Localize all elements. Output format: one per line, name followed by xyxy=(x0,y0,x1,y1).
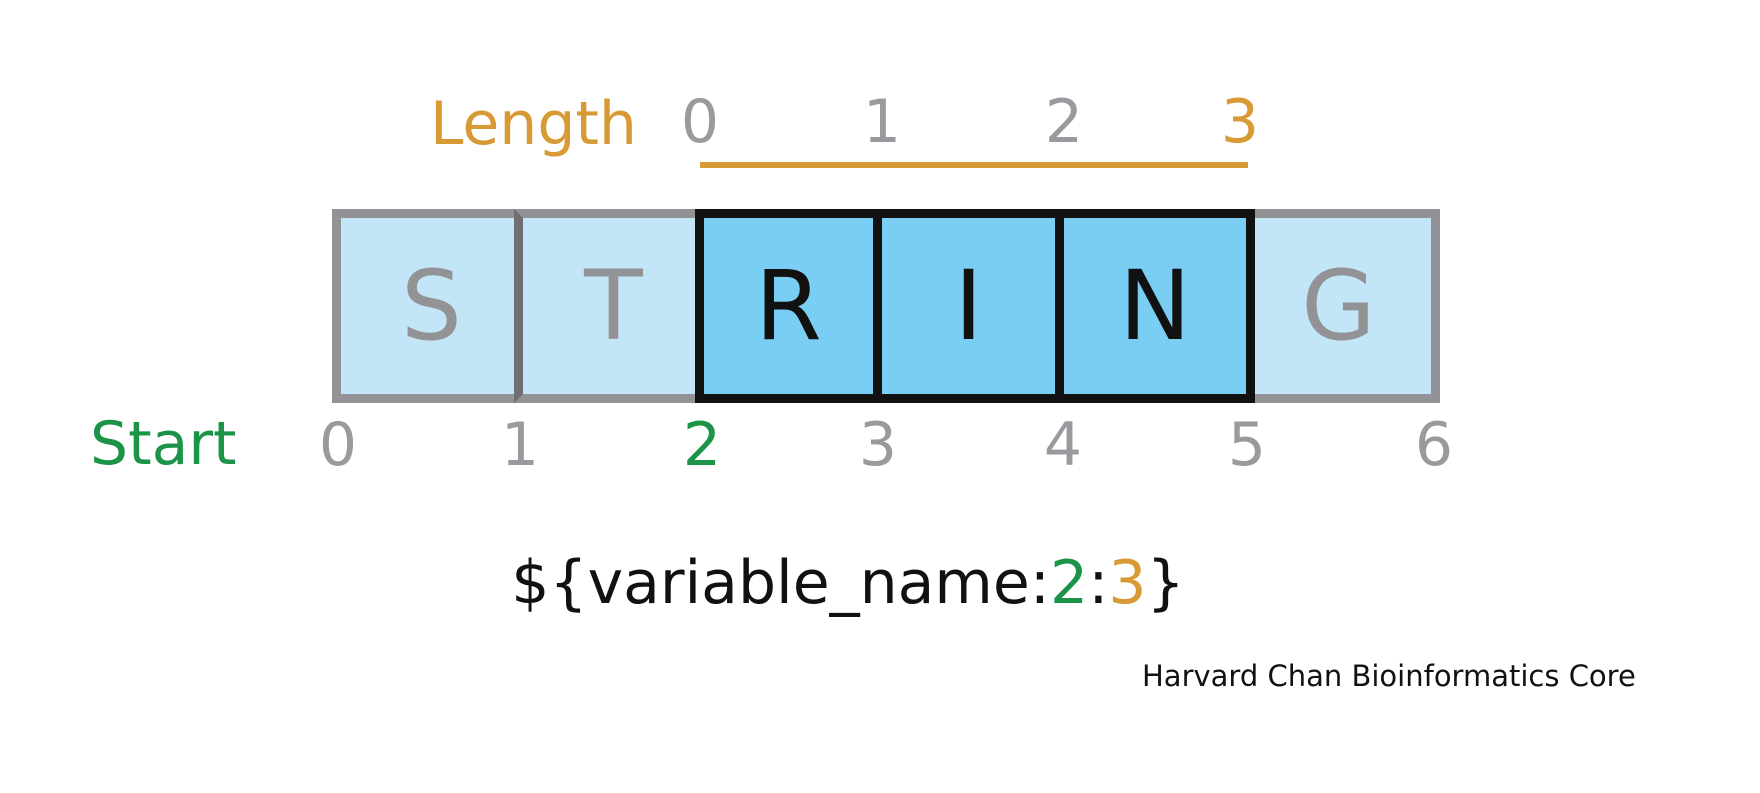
expression-suffix: } xyxy=(1146,548,1185,618)
start-index-4: 4 xyxy=(1043,410,1083,480)
expression-prefix: ${variable_name: xyxy=(511,548,1050,618)
cell-n: N xyxy=(1055,209,1255,403)
start-index-0: 0 xyxy=(318,410,358,480)
start-label: Start xyxy=(90,409,237,479)
credit-text: Harvard Chan Bioinformatics Core xyxy=(1142,659,1636,693)
cell-g: G xyxy=(1246,209,1440,403)
length-index-2: 2 xyxy=(1044,87,1084,157)
cell-t: T xyxy=(514,209,704,403)
length-index-3: 3 xyxy=(1220,87,1260,157)
start-index-6: 6 xyxy=(1414,410,1454,480)
start-index-1: 1 xyxy=(500,410,540,480)
length-index-1: 1 xyxy=(862,87,902,157)
length-underline xyxy=(700,162,1248,168)
cell-s: S xyxy=(332,209,522,403)
expression-start-value: 2 xyxy=(1050,548,1089,618)
start-index-3: 3 xyxy=(858,410,898,480)
cell-i: I xyxy=(873,209,1064,403)
substring-expression: ${variable_name:2:3} xyxy=(511,553,1185,613)
cell-r: R xyxy=(695,209,882,403)
expression-separator: : xyxy=(1088,548,1109,618)
length-label: Length xyxy=(430,89,637,159)
start-index-5: 5 xyxy=(1227,410,1267,480)
start-index-2: 2 xyxy=(682,410,722,480)
expression-length-value: 3 xyxy=(1108,548,1147,618)
length-index-0: 0 xyxy=(680,87,720,157)
